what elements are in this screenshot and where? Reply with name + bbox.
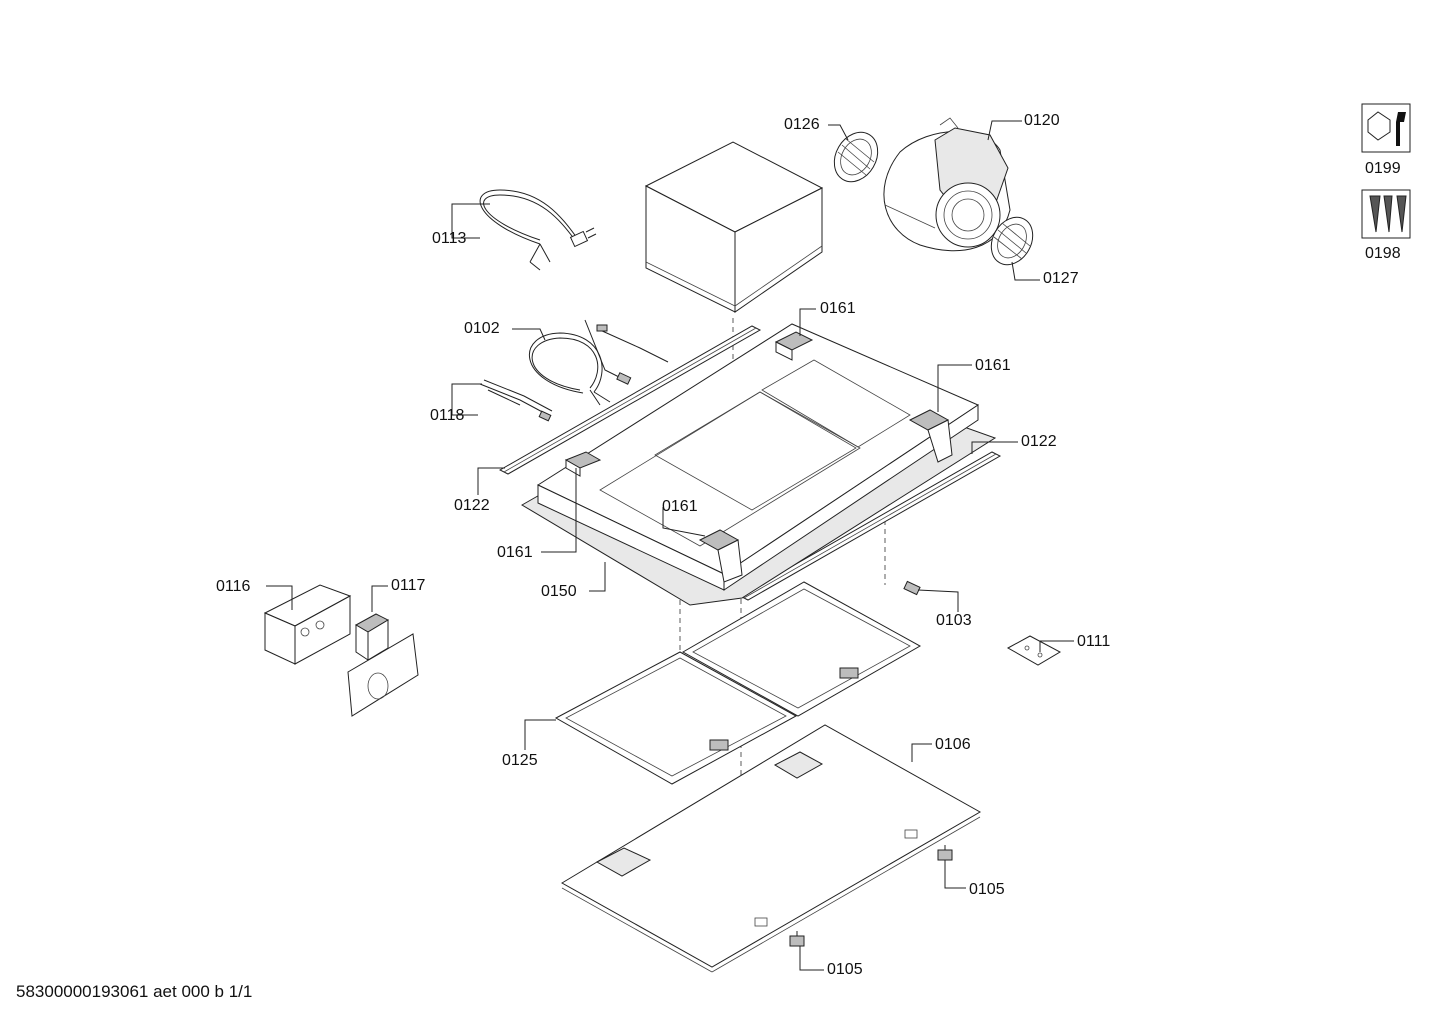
wiring-0118 — [479, 379, 553, 422]
bracket-front — [698, 529, 743, 583]
wiring-harness — [528, 319, 669, 406]
control-panel — [347, 633, 419, 717]
trim-strip-left — [498, 325, 762, 475]
hinge-0105-upper — [937, 845, 953, 861]
trim-strip-right — [738, 451, 1002, 601]
bracket-rear — [774, 331, 814, 361]
plate-0111 — [1006, 635, 1062, 666]
bracket-right — [908, 409, 953, 463]
label-0198: 0198 — [1365, 245, 1401, 262]
label-0105-upper: 0105 — [969, 881, 1005, 898]
label-0118: 0118 — [430, 407, 465, 424]
label-0111: 0111 — [1077, 633, 1111, 650]
blower-motor — [883, 117, 1011, 252]
grease-filter-right — [681, 581, 922, 717]
label-0161-front: 0161 — [662, 498, 698, 515]
control-module — [354, 613, 390, 661]
label-0120: 0120 — [1024, 112, 1060, 129]
clip-0103 — [903, 580, 921, 596]
hinge-0105-lower — [789, 931, 805, 947]
label-0122-right: 0122 — [1021, 433, 1057, 450]
control-housing — [263, 584, 352, 665]
label-0161-left: 0161 — [497, 544, 533, 561]
label-0117: 0117 — [391, 577, 426, 594]
label-0102: 0102 — [464, 320, 500, 337]
housing — [521, 323, 997, 606]
label-0122-left: 0122 — [454, 497, 490, 514]
leader-lines — [266, 120, 1074, 971]
label-0161-right: 0161 — [975, 357, 1011, 374]
guard-0127 — [990, 216, 1034, 266]
label-0113: 0113 — [432, 230, 467, 247]
guard-0126 — [833, 131, 879, 183]
label-0199: 0199 — [1365, 160, 1401, 177]
screw-icon — [1361, 189, 1411, 239]
label-0127: 0127 — [1043, 270, 1079, 287]
label-0106: 0106 — [935, 736, 971, 753]
label-0105-lower: 0105 — [827, 961, 863, 978]
grease-filter-left — [554, 651, 798, 785]
bottom-panel — [561, 724, 982, 973]
label-0150: 0150 — [541, 583, 577, 600]
filter-box — [644, 141, 824, 313]
label-0116: 0116 — [216, 578, 251, 595]
label-0126: 0126 — [784, 116, 820, 133]
power-cord — [479, 189, 597, 271]
label-0125: 0125 — [502, 752, 538, 769]
document-footer: 58300000193061 aet 000 b 1/1 — [16, 982, 253, 1001]
label-0103: 0103 — [936, 612, 972, 629]
label-0161-rear: 0161 — [820, 300, 856, 317]
wrench-icon — [1361, 103, 1411, 153]
